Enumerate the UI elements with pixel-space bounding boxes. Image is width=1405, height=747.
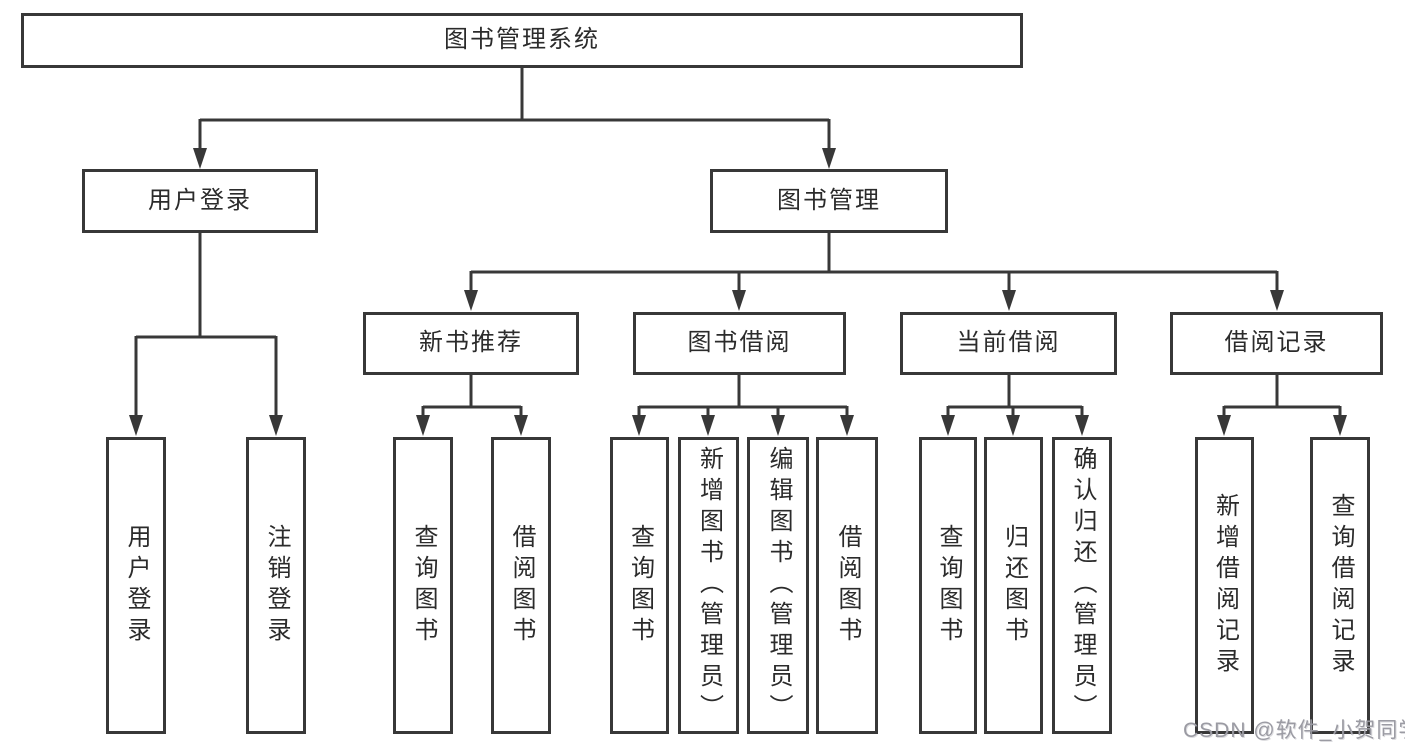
- csdn-watermark: CSDN @软件_小贺同学: [1183, 719, 1405, 742]
- node-book-borrowing: 图书借阅: [633, 312, 846, 375]
- leaf-edit-books-admin: 编辑图书（管理员）: [747, 437, 809, 734]
- leaf-return-books: 归还图书: [984, 437, 1043, 734]
- leaf-logout: 注销登录: [246, 437, 306, 734]
- leaf-user-login: 用户登录: [106, 437, 166, 734]
- leaf-query-books-current: 查询图书: [919, 437, 977, 734]
- node-new-book-recommend: 新书推荐: [363, 312, 579, 375]
- leaf-query-books-recommend: 查询图书: [393, 437, 453, 734]
- leaf-borrow-books-recommend: 借阅图书: [491, 437, 551, 734]
- leaf-query-books-borrowing: 查询图书: [610, 437, 669, 734]
- node-current-borrowing: 当前借阅: [900, 312, 1117, 375]
- leaf-confirm-return-admin: 确认归还（管理员）: [1052, 437, 1112, 734]
- node-book-management: 图书管理: [710, 169, 948, 233]
- leaf-query-borrow-record: 查询借阅记录: [1310, 437, 1370, 734]
- leaf-add-books-admin: 新增图书（管理员）: [678, 437, 739, 734]
- leaf-add-borrow-record: 新增借阅记录: [1195, 437, 1254, 734]
- node-library-management-system: 图书管理系统: [21, 13, 1023, 68]
- node-borrowing-records: 借阅记录: [1170, 312, 1383, 375]
- node-user-login: 用户登录: [82, 169, 318, 233]
- leaf-borrow-books: 借阅图书: [816, 437, 878, 734]
